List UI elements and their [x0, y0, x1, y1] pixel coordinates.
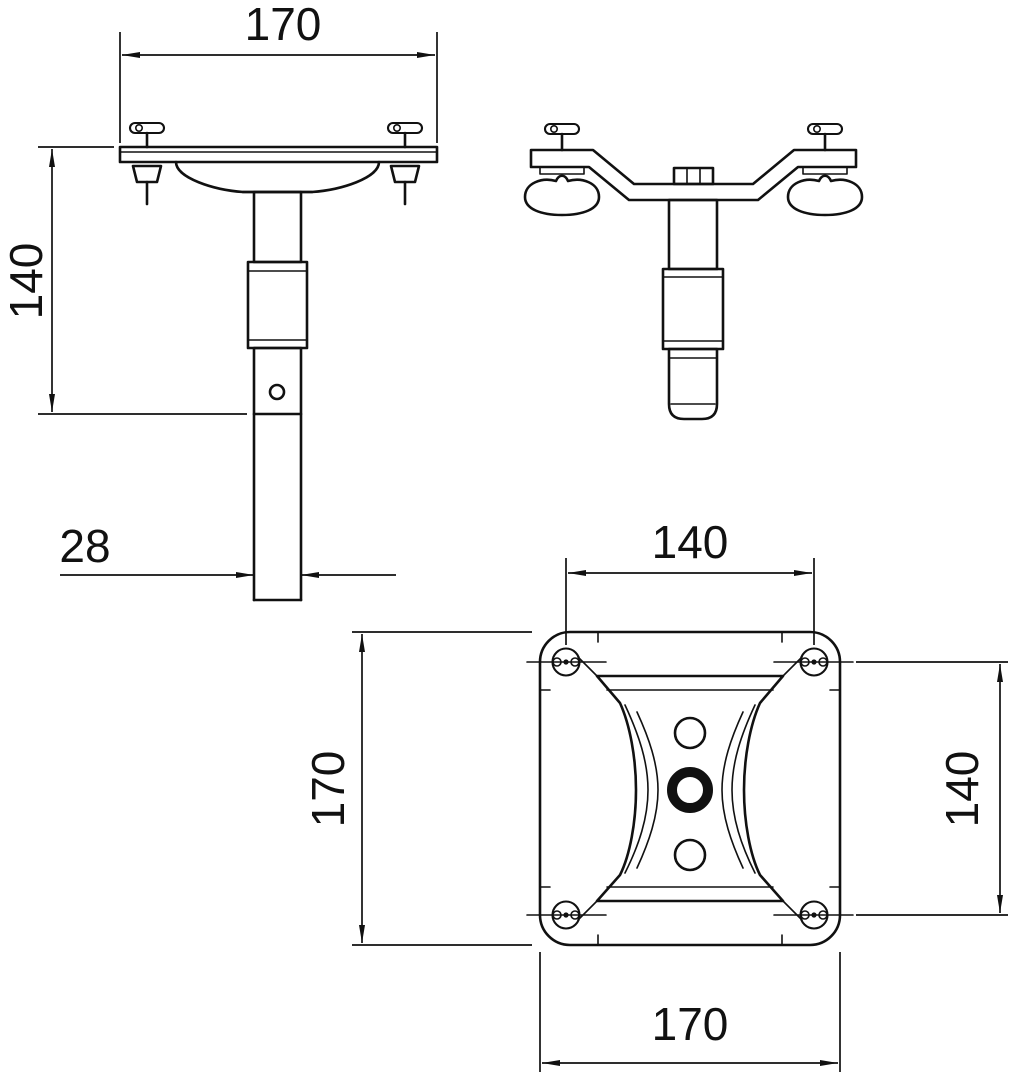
flange-plate [118, 145, 439, 164]
base-plate [538, 630, 842, 947]
hex-nut [672, 166, 715, 186]
mount-dome [174, 160, 381, 194]
dim-plan-hole-spacing-horizontal: 140 [565, 516, 815, 645]
wing-nut-bottom-left [551, 900, 581, 930]
clamp-bolt-lines [526, 661, 854, 916]
toggle-pin-right [806, 122, 844, 152]
clamp-bolt-right [386, 121, 424, 206]
dim-plan-plate-height: 170 [302, 631, 532, 946]
front-view: 170 140 28 [0, 0, 439, 602]
mount-column-side [661, 198, 725, 421]
toggle-pin-left [543, 122, 581, 152]
side-view [523, 122, 864, 421]
dim-label-plan-plate-height: 170 [302, 751, 354, 828]
hole-bottom [673, 838, 707, 872]
dim-label-front-flange-width: 170 [245, 0, 322, 50]
center-holes [667, 716, 713, 872]
dim-plan-plate-width: 170 [539, 952, 841, 1072]
dim-label-plan-plate-width: 170 [652, 998, 729, 1050]
center-body [577, 656, 803, 921]
dim-label-front-tube-diameter: 28 [59, 520, 110, 572]
wing-knob-right [786, 166, 864, 217]
dim-front-flange-width: 170 [119, 0, 438, 143]
wing-nut-top-left [551, 647, 581, 677]
dim-plan-hole-spacing-vertical: 140 [856, 661, 1008, 916]
bracket-arm [529, 148, 858, 202]
dim-front-overall-height: 140 [0, 146, 247, 415]
wing-nut-top-right [799, 647, 829, 677]
plan-view: 140 170 140 170 [302, 516, 1008, 1072]
dim-label-plan-hole-spacing-horizontal: 140 [652, 516, 729, 568]
clamp-bolt-left [128, 121, 166, 206]
wing-nut-bottom-right [799, 900, 829, 930]
dim-front-tube-diameter: 28 [59, 520, 396, 578]
hole-center-bushing [667, 767, 713, 813]
locating-hole [268, 383, 286, 401]
dim-label-plan-hole-spacing-vertical: 140 [936, 751, 988, 828]
dim-label-front-overall-height: 140 [0, 243, 52, 320]
mount-column [246, 190, 309, 602]
wing-knob-left [523, 166, 601, 217]
hole-top [673, 716, 707, 750]
